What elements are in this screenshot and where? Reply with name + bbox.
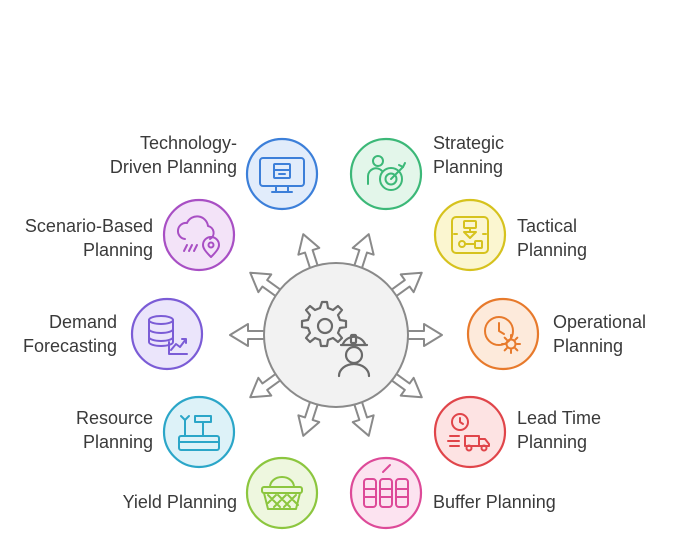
clock-truck-icon: [447, 413, 490, 452]
arrow: [249, 271, 283, 299]
arrow: [297, 399, 321, 437]
label-line: Operational: [553, 312, 647, 332]
label-line: Strategic: [433, 133, 505, 153]
clock-gear-icon: [484, 316, 521, 354]
label-line: Demand: [48, 312, 117, 332]
arrow: [229, 323, 267, 347]
person-target-icon: [367, 155, 406, 191]
node-resource: [162, 395, 236, 469]
arrow: [249, 371, 283, 399]
label-line: Planning: [82, 240, 153, 260]
node-label-yield: Yield Planning: [123, 490, 237, 514]
node-circle: [162, 198, 236, 272]
monitor-box-icon: [259, 157, 305, 193]
label-line: Tactical: [517, 216, 578, 236]
node-circle: [349, 456, 423, 530]
arrow: [405, 323, 443, 347]
arrow: [389, 371, 423, 399]
node-scenario: [162, 198, 236, 272]
node-technology: [245, 137, 319, 211]
node-circle: [433, 198, 507, 272]
nodes: [130, 137, 540, 530]
node-buffer: [349, 456, 423, 530]
node-operational: [466, 297, 540, 371]
label-line: Planning: [433, 157, 504, 177]
database-chart-icon: [148, 315, 188, 355]
label-line: Buffer Planning: [433, 492, 556, 512]
hub-circle: [263, 262, 409, 408]
node-tactical: [433, 198, 507, 272]
barrels-icon: [363, 464, 409, 508]
arrows: [229, 233, 443, 437]
arrow: [351, 233, 375, 271]
toolbox-icon: [178, 415, 220, 451]
label-line: Lead Time: [517, 408, 602, 428]
node-demand: [130, 297, 204, 371]
node-label-buffer: Buffer Planning: [433, 490, 556, 514]
node-circle: [130, 297, 204, 371]
basket-icon: [261, 476, 303, 510]
hub: [263, 262, 409, 408]
label-line: Scenario-Based: [24, 216, 153, 236]
label-line: Driven Planning: [109, 157, 237, 177]
gear-engineer-icon: [300, 300, 371, 378]
cloud-rain-pin-icon: [176, 215, 220, 258]
node-circle: [349, 137, 423, 211]
label-line: Technology-: [139, 133, 237, 153]
node-yield: [245, 456, 319, 530]
arrow: [389, 271, 423, 299]
node-circle: [162, 395, 236, 469]
label-line: Yield Planning: [122, 492, 237, 512]
node-leadtime: [433, 395, 507, 469]
label-line: Planning: [553, 336, 624, 356]
label-line: Resource: [75, 408, 153, 428]
arrow: [297, 233, 321, 271]
label-line: Planning: [517, 240, 588, 260]
flowchart-icon: [451, 216, 489, 254]
node-circle: [433, 395, 507, 469]
node-label-technology: Technology- Driven Planning: [110, 131, 237, 179]
node-strategic: [349, 137, 423, 211]
arrow: [351, 399, 375, 437]
label-line: Forecasting: [22, 336, 117, 356]
label-line: Planning: [517, 432, 588, 452]
label-line: Planning: [82, 432, 153, 452]
